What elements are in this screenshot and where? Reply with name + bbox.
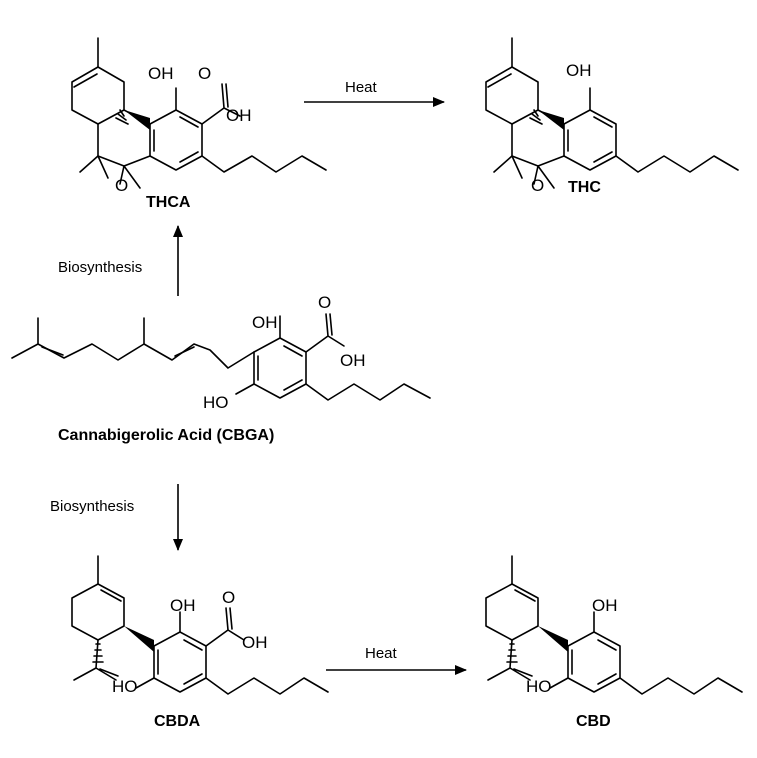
arrow-thca-to-thc-label: Heat	[345, 79, 378, 96]
cbda-oh-label: OH	[170, 596, 196, 615]
cbd-wedge-bond	[538, 626, 568, 652]
cbga-carbonyl-o-label: O	[318, 293, 331, 312]
cbga-name-label: Cannabigerolic Acid (CBGA)	[58, 427, 274, 444]
cbga-acid-oh-label: OH	[340, 351, 366, 370]
cbda-ho-label: HO	[112, 677, 138, 696]
arrow-cbga-to-thca: Biosynthesis	[58, 225, 183, 296]
thca-ether-o-label: O	[115, 176, 128, 195]
thc-name-label: THC	[568, 179, 601, 196]
thc-wedge-bond	[538, 110, 564, 130]
thc-bonds	[485, 37, 739, 189]
thca-hash-bond	[115, 109, 129, 125]
cbd-oh-label: OH	[592, 596, 618, 615]
cbga-ho-label: HO	[203, 393, 229, 412]
cbda-hash-bond	[92, 643, 104, 663]
arrow-cbda-to-cbd: Heat	[326, 645, 467, 675]
thca-structure: OH O OH O THCA	[71, 37, 327, 211]
cbd-structure: OH HO CBD	[485, 555, 743, 730]
thc-structure: OH O THC	[485, 37, 739, 196]
cbga-oh-label: OH	[252, 313, 278, 332]
thca-bonds	[71, 37, 327, 189]
thca-wedge-bond	[124, 110, 150, 130]
thca-carbonyl-o-label: O	[198, 64, 211, 83]
cbd-bonds	[485, 555, 743, 695]
arrow-cbga-to-thca-label: Biosynthesis	[58, 259, 142, 276]
thc-ether-o-label: O	[531, 176, 544, 195]
cbd-hash-bond	[506, 643, 518, 663]
cbd-name-label: CBD	[576, 713, 611, 730]
cbda-carbonyl-o-label: O	[222, 588, 235, 607]
arrow-cbga-to-cbda-label: Biosynthesis	[50, 498, 134, 515]
cbda-wedge-bond	[124, 626, 154, 652]
thca-name-label: THCA	[146, 194, 191, 211]
arrow-thca-to-thc: Heat	[304, 79, 445, 107]
thca-oh-label: OH	[148, 64, 174, 83]
thc-oh-label: OH	[566, 61, 592, 80]
cbga-structure: OH O OH HO Cannabigerolic Acid (CBGA)	[11, 293, 431, 444]
cbda-name-label: CBDA	[154, 713, 201, 730]
arrow-cbda-to-cbd-label: Heat	[365, 645, 398, 662]
thca-acid-oh-label: OH	[226, 106, 252, 125]
cbda-structure: OH O OH HO CBDA	[71, 555, 329, 730]
cbga-bonds	[11, 313, 431, 401]
cbda-bonds	[71, 555, 329, 695]
arrow-cbga-to-cbda: Biosynthesis	[50, 484, 183, 551]
cbd-ho-label: HO	[526, 677, 552, 696]
cbda-acid-oh-label: OH	[242, 633, 268, 652]
thc-hash-bond	[529, 109, 543, 125]
